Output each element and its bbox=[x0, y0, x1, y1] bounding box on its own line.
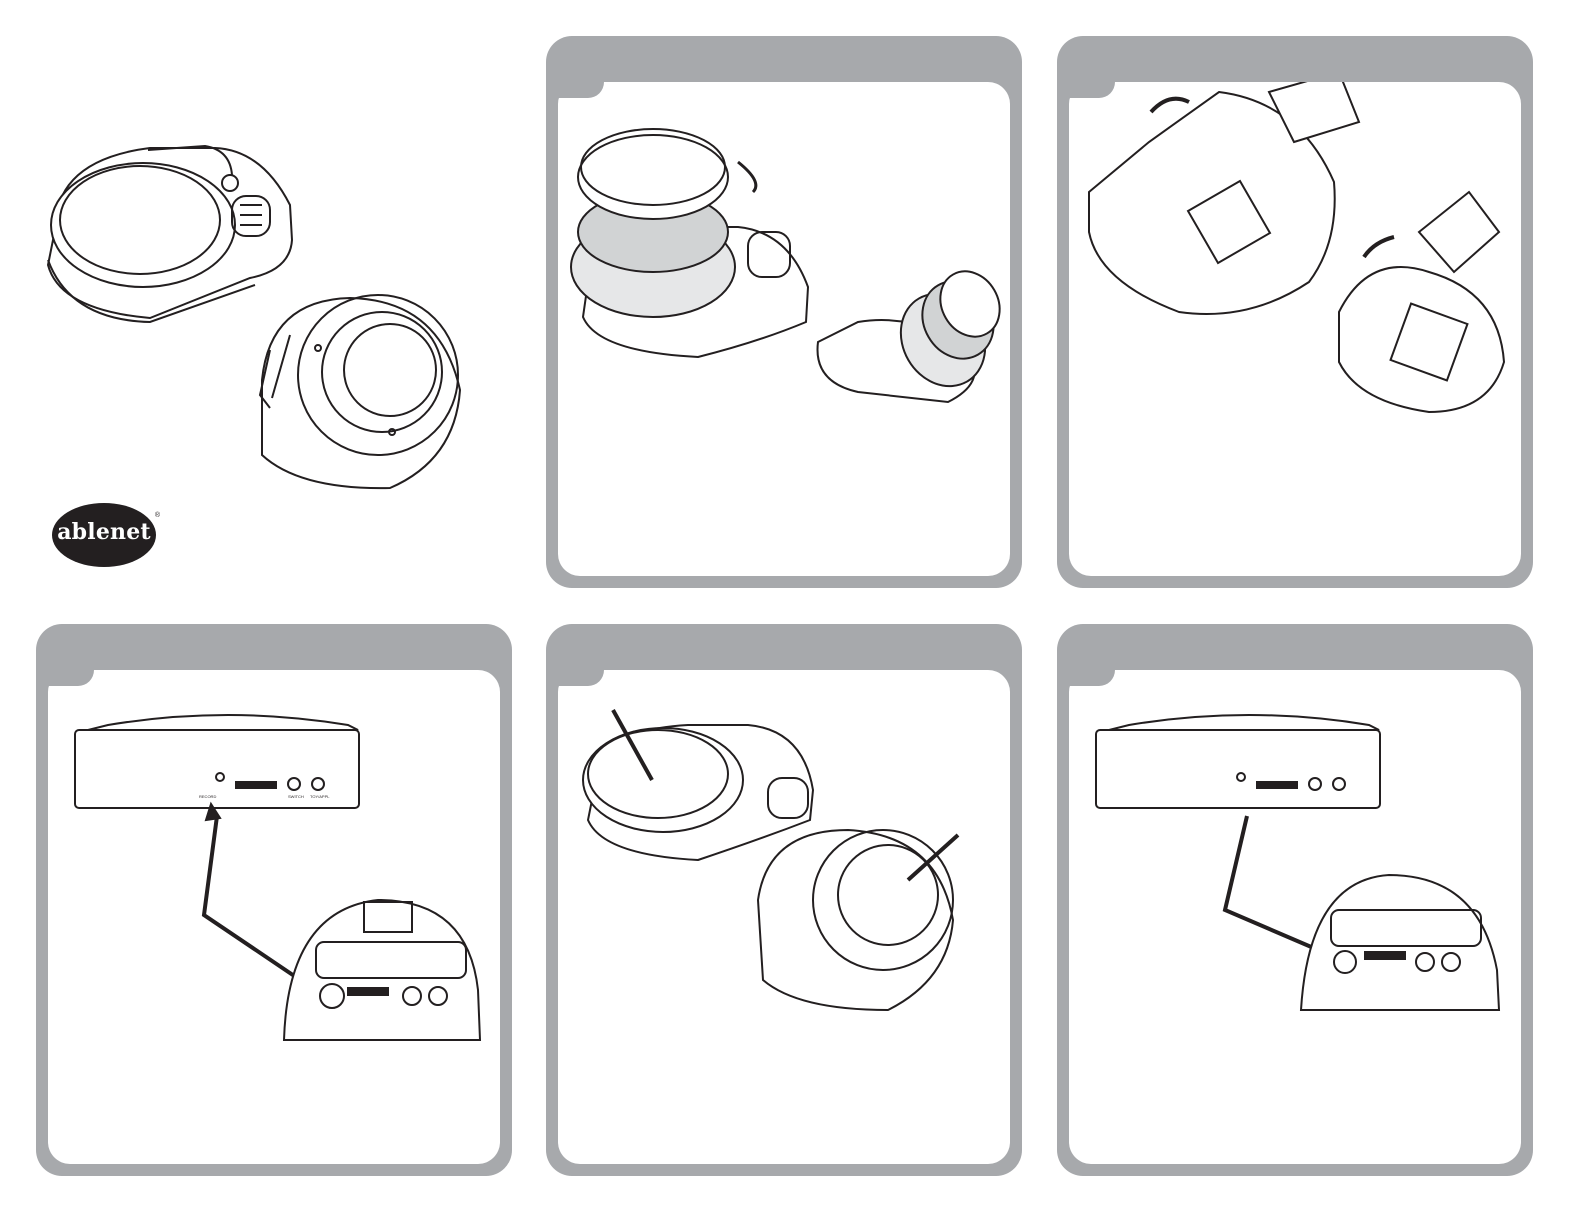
play-port-illustration bbox=[1069, 670, 1521, 1164]
ablenet-logo: ablenet ® bbox=[52, 502, 160, 568]
logo-wordmark: ablenet bbox=[52, 519, 156, 545]
panel-battery bbox=[1057, 36, 1533, 588]
logo-able: able bbox=[57, 519, 110, 545]
record-port-label: RECORD bbox=[199, 794, 216, 799]
panel-play-port bbox=[1057, 624, 1533, 1176]
logo-net: net bbox=[110, 519, 151, 545]
panel-record-port: RECORD SWITCH TOY/APPL bbox=[36, 624, 512, 1176]
toy-port-label: TOY/APPL bbox=[310, 794, 330, 799]
panel-body: RECORD SWITCH TOY/APPL bbox=[48, 670, 500, 1164]
panel-body bbox=[1069, 82, 1521, 576]
press-switch-illustration bbox=[558, 670, 1010, 1164]
switch-port-label: SWITCH bbox=[288, 794, 304, 799]
panel-body bbox=[1069, 670, 1521, 1164]
record-port-illustration bbox=[48, 670, 500, 1164]
panel-body bbox=[558, 670, 1010, 1164]
panel-body bbox=[558, 82, 1010, 576]
cap-change-illustration bbox=[558, 82, 1010, 576]
panel-cap-change bbox=[546, 36, 1022, 588]
registered-mark: ® bbox=[155, 512, 160, 519]
battery-illustration bbox=[1069, 82, 1521, 576]
panel-press-switch bbox=[546, 624, 1022, 1176]
